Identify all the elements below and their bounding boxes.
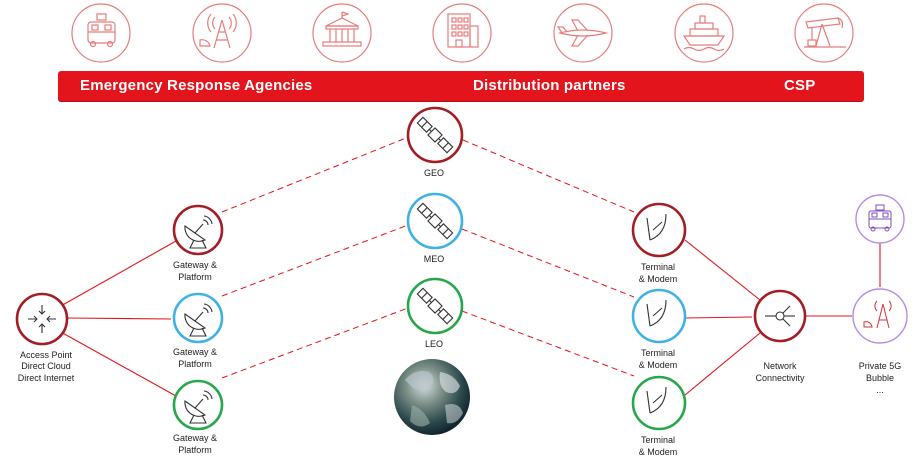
satellite-links [221, 137, 635, 379]
office-building-icon [432, 3, 492, 63]
ambulance-icon [868, 204, 892, 232]
geo-satellite-node[interactable]: GEO [406, 106, 464, 178]
gateway-node-3[interactable]: Gateway & Platform [172, 379, 224, 455]
access-point-label-1: Access Point [20, 350, 73, 360]
private-5g-label-2: Bubble [866, 373, 894, 383]
link-gateway-2-meo [221, 224, 409, 297]
leo-satellite-node[interactable]: LEO [406, 277, 464, 349]
satellite-dish-icon [184, 303, 213, 337]
gateway-2-label-2: Platform [178, 359, 212, 369]
government-building-icon [312, 3, 372, 63]
satellite-icon [416, 287, 454, 325]
gateway-node-1[interactable]: Gateway & Platform [172, 204, 224, 282]
link-ap-gateway-1 [58, 240, 177, 308]
meo-satellite-node[interactable]: MEO [406, 192, 464, 264]
oil-pump-icon [794, 3, 854, 63]
link-ap-gateway-3 [58, 330, 177, 397]
earth-globe-icon [394, 359, 470, 435]
satellite-icon [416, 202, 454, 240]
gateway-node-2[interactable]: Gateway & Platform [172, 292, 224, 369]
gateway-3-label-1: Gateway & [173, 433, 217, 443]
banner-emergency-label: Emergency Response Agencies [80, 77, 313, 94]
satellite-icon [416, 116, 454, 154]
link-terminal-2-network [685, 316, 753, 319]
private-5g-label-3: ... [876, 385, 884, 395]
terminal-2-label-2: & Modem [639, 360, 678, 370]
network-label-2: Connectivity [755, 373, 805, 383]
cruise-ship-icon [674, 3, 734, 63]
terminal-3-label-2: & Modem [639, 447, 678, 457]
link-gateway-3-leo [221, 307, 409, 379]
top-icon-row [71, 3, 854, 63]
network-hub-icon [765, 305, 795, 327]
link-ap-gateway-2 [65, 317, 172, 320]
banner-csp-label: CSP [784, 77, 816, 94]
terminal-1-label-1: Terminal [641, 262, 675, 272]
geo-label: GEO [424, 168, 444, 178]
link-leo-terminal-3 [461, 310, 635, 377]
link-terminal-3-network [684, 332, 761, 396]
airplane-icon [553, 3, 613, 63]
private-5g-label-1: Private 5G [859, 361, 902, 371]
gateway-1-label-1: Gateway & [173, 260, 217, 270]
link-geo-terminal-1 [462, 139, 635, 213]
gateway-2-label-1: Gateway & [173, 347, 217, 357]
dish-terminal-icon [646, 213, 667, 241]
gateway-1-label-2: Platform [178, 272, 212, 282]
link-meo-terminal-2 [461, 228, 635, 298]
arrows-converge-icon [28, 305, 56, 333]
access-point-node[interactable]: Access Point Direct Cloud Direct Interne… [15, 292, 75, 383]
connection-lines [58, 239, 881, 397]
access-point-label-3: Direct Internet [18, 373, 75, 383]
satellite-dish-icon [184, 215, 213, 249]
link-terminal-1-network [684, 239, 761, 301]
private-5g-node[interactable]: Private 5G Bubble ... [852, 288, 908, 395]
antenna-tower-icon [192, 3, 252, 63]
dish-terminal-icon [646, 299, 667, 327]
terminal-2-label-1: Terminal [641, 348, 675, 358]
network-label-1: Network [763, 361, 797, 371]
link-gateway-1-geo [221, 137, 407, 213]
network-connectivity-node[interactable]: Network Connectivity [753, 289, 807, 383]
dish-terminal-icon [646, 386, 667, 414]
satellite-dish-icon [184, 390, 213, 424]
category-banner [58, 71, 864, 101]
leo-label: LEO [425, 339, 443, 349]
antenna-tower-icon [863, 300, 892, 329]
terminal-node-1[interactable]: Terminal & Modem [631, 202, 687, 284]
ambulance-icon [71, 3, 131, 63]
terminal-3-label-1: Terminal [641, 435, 675, 445]
gateway-3-label-2: Platform [178, 445, 212, 455]
meo-label: MEO [424, 254, 445, 264]
access-point-label-2: Direct Cloud [21, 361, 71, 371]
terminal-node-3[interactable]: Terminal & Modem [631, 375, 687, 457]
banner-distribution-label: Distribution partners [473, 77, 626, 94]
ambulance-node[interactable] [855, 194, 905, 244]
terminal-node-2[interactable]: Terminal & Modem [631, 288, 687, 370]
terminal-1-label-2: & Modem [639, 274, 678, 284]
